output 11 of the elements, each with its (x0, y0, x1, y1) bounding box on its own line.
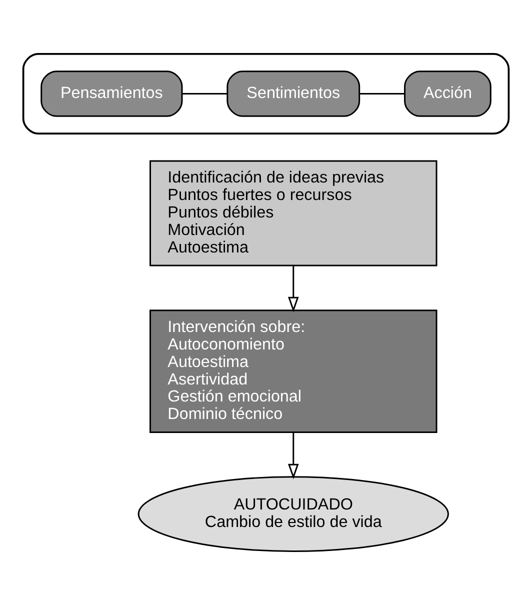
node-box: Pensamientos (40, 70, 183, 116)
arrow (288, 432, 299, 479)
node-box: Identificación de ideas previas Puntos fuertes o recursos Puntos débiles Motivación Autoestima (150, 160, 438, 266)
node-box: Acción (404, 70, 492, 116)
node-box: Intervención sobre: Autoconomiento Autoestima Asertividad Gestión emocional Dominio técnico (150, 309, 438, 433)
node-ellipse: AUTOCUIDADO Cambio de estilo de vida (138, 476, 449, 552)
arrow (288, 265, 299, 312)
connector (182, 92, 227, 94)
connector (360, 92, 405, 94)
cluster (22, 52, 510, 134)
node-box: Sentimientos (226, 70, 360, 116)
